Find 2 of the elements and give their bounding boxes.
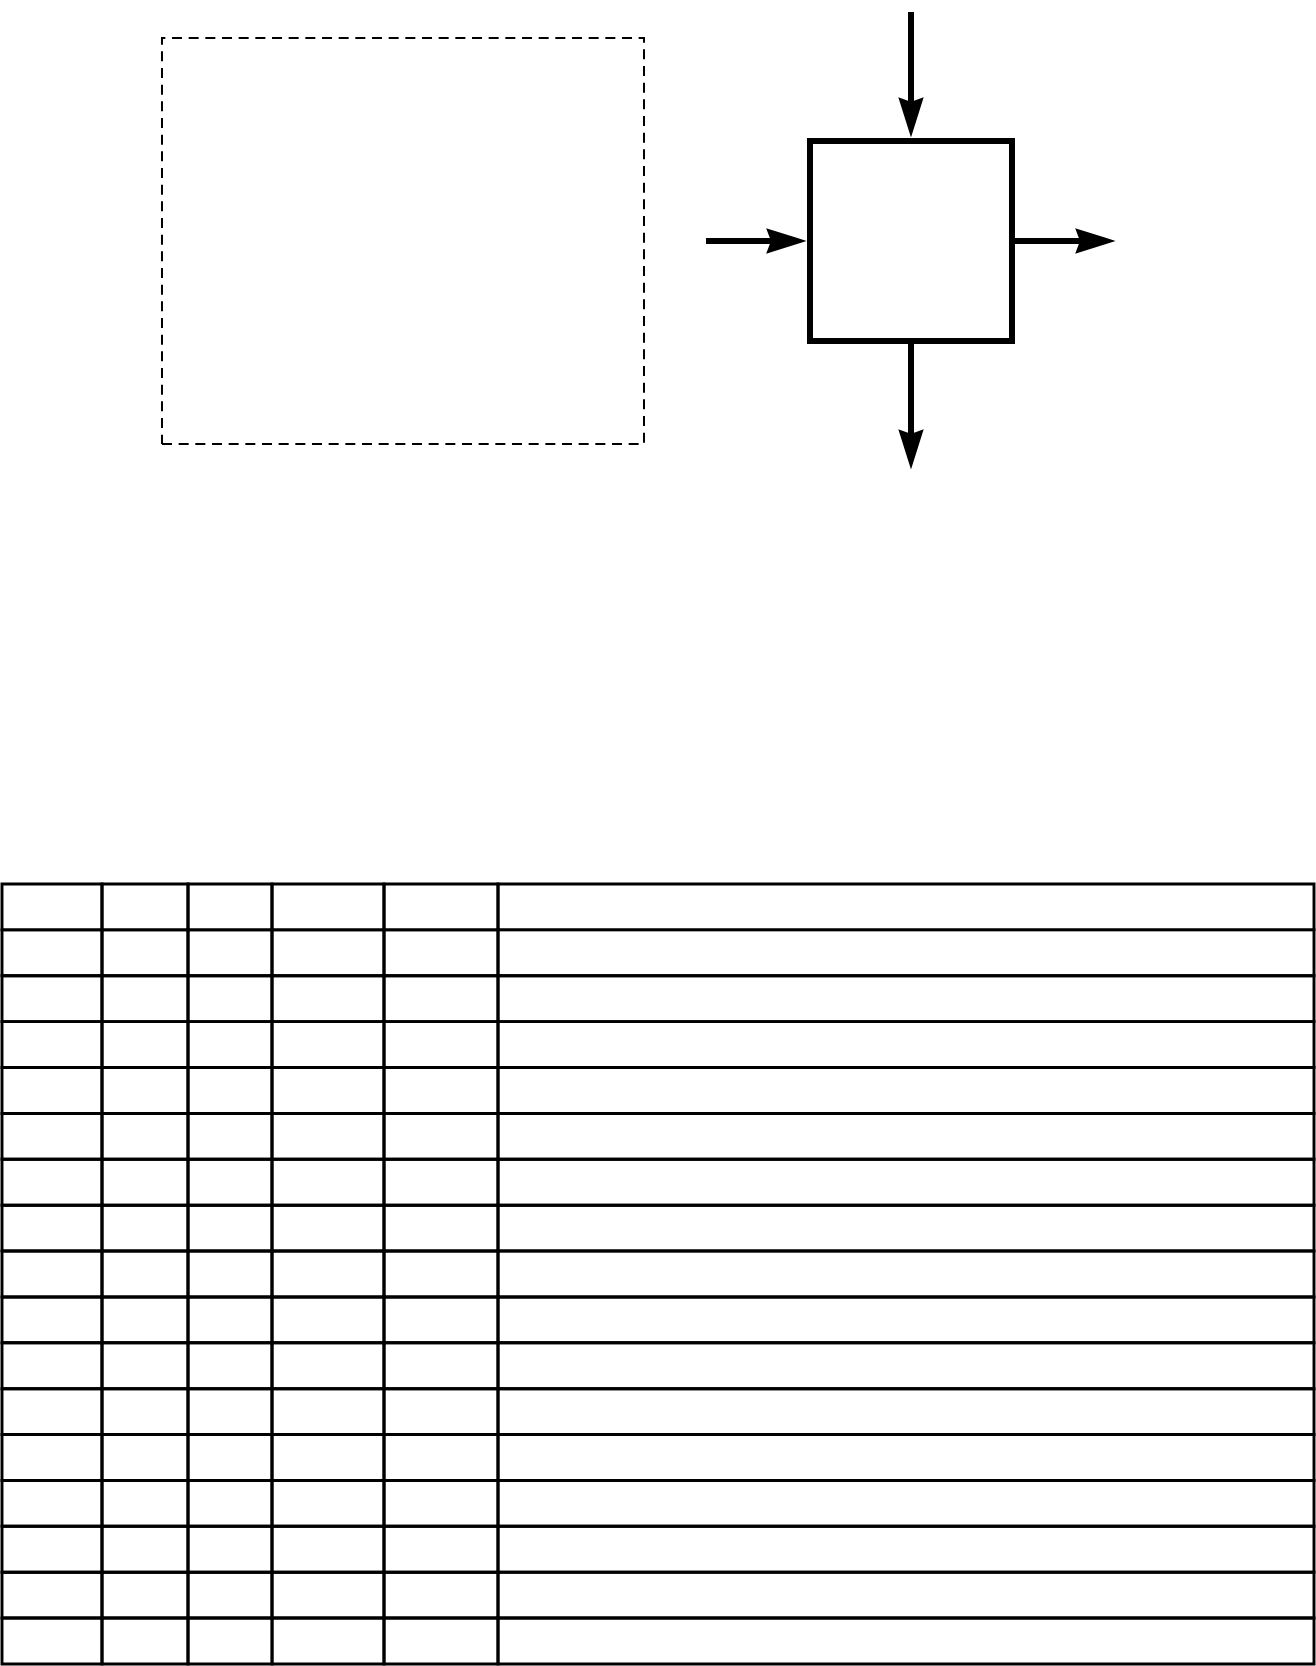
process-box [807,137,1015,344]
dashed-frame [161,37,645,445]
